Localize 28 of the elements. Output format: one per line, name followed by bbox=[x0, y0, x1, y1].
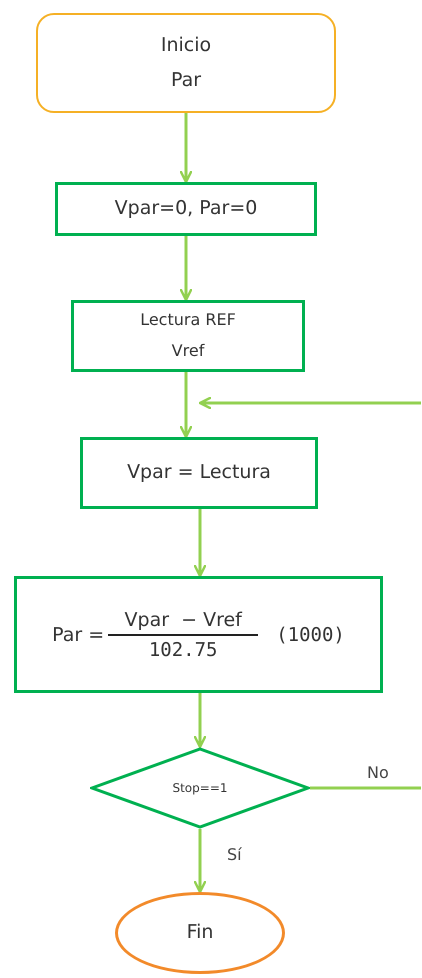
node-text: Lectura REF bbox=[140, 309, 236, 332]
decision-text: Stop==1 bbox=[172, 780, 228, 797]
formula-text: (1000) bbox=[276, 624, 345, 646]
formula-text: Vpar − Vref bbox=[124, 608, 242, 630]
node-text: Vref bbox=[172, 340, 204, 362]
node-text: Inicio bbox=[160, 32, 212, 58]
arrow bbox=[180, 236, 192, 302]
formula-box bbox=[14, 576, 383, 693]
node-text: Par bbox=[170, 68, 202, 93]
arrow bbox=[194, 693, 206, 748]
node-text: Vpar = Lectura bbox=[127, 460, 271, 486]
formula-text: 102.75 bbox=[148, 638, 218, 660]
process-box bbox=[80, 437, 318, 509]
connector-line bbox=[310, 786, 421, 790]
arrow bbox=[180, 113, 192, 184]
node-text: Fin bbox=[186, 920, 214, 946]
node-text: Vpar=0, Par=0 bbox=[114, 196, 258, 222]
edge-label: Sí bbox=[227, 845, 242, 864]
edge-label: No bbox=[367, 763, 389, 782]
arrow bbox=[180, 372, 192, 438]
process-box bbox=[55, 182, 317, 236]
process-box bbox=[71, 300, 305, 372]
start-terminal bbox=[36, 13, 336, 113]
formula-text: Par = bbox=[52, 624, 104, 646]
end-terminal bbox=[115, 892, 285, 974]
arrow bbox=[194, 509, 206, 578]
arrow bbox=[198, 396, 421, 410]
arrow bbox=[194, 829, 206, 894]
